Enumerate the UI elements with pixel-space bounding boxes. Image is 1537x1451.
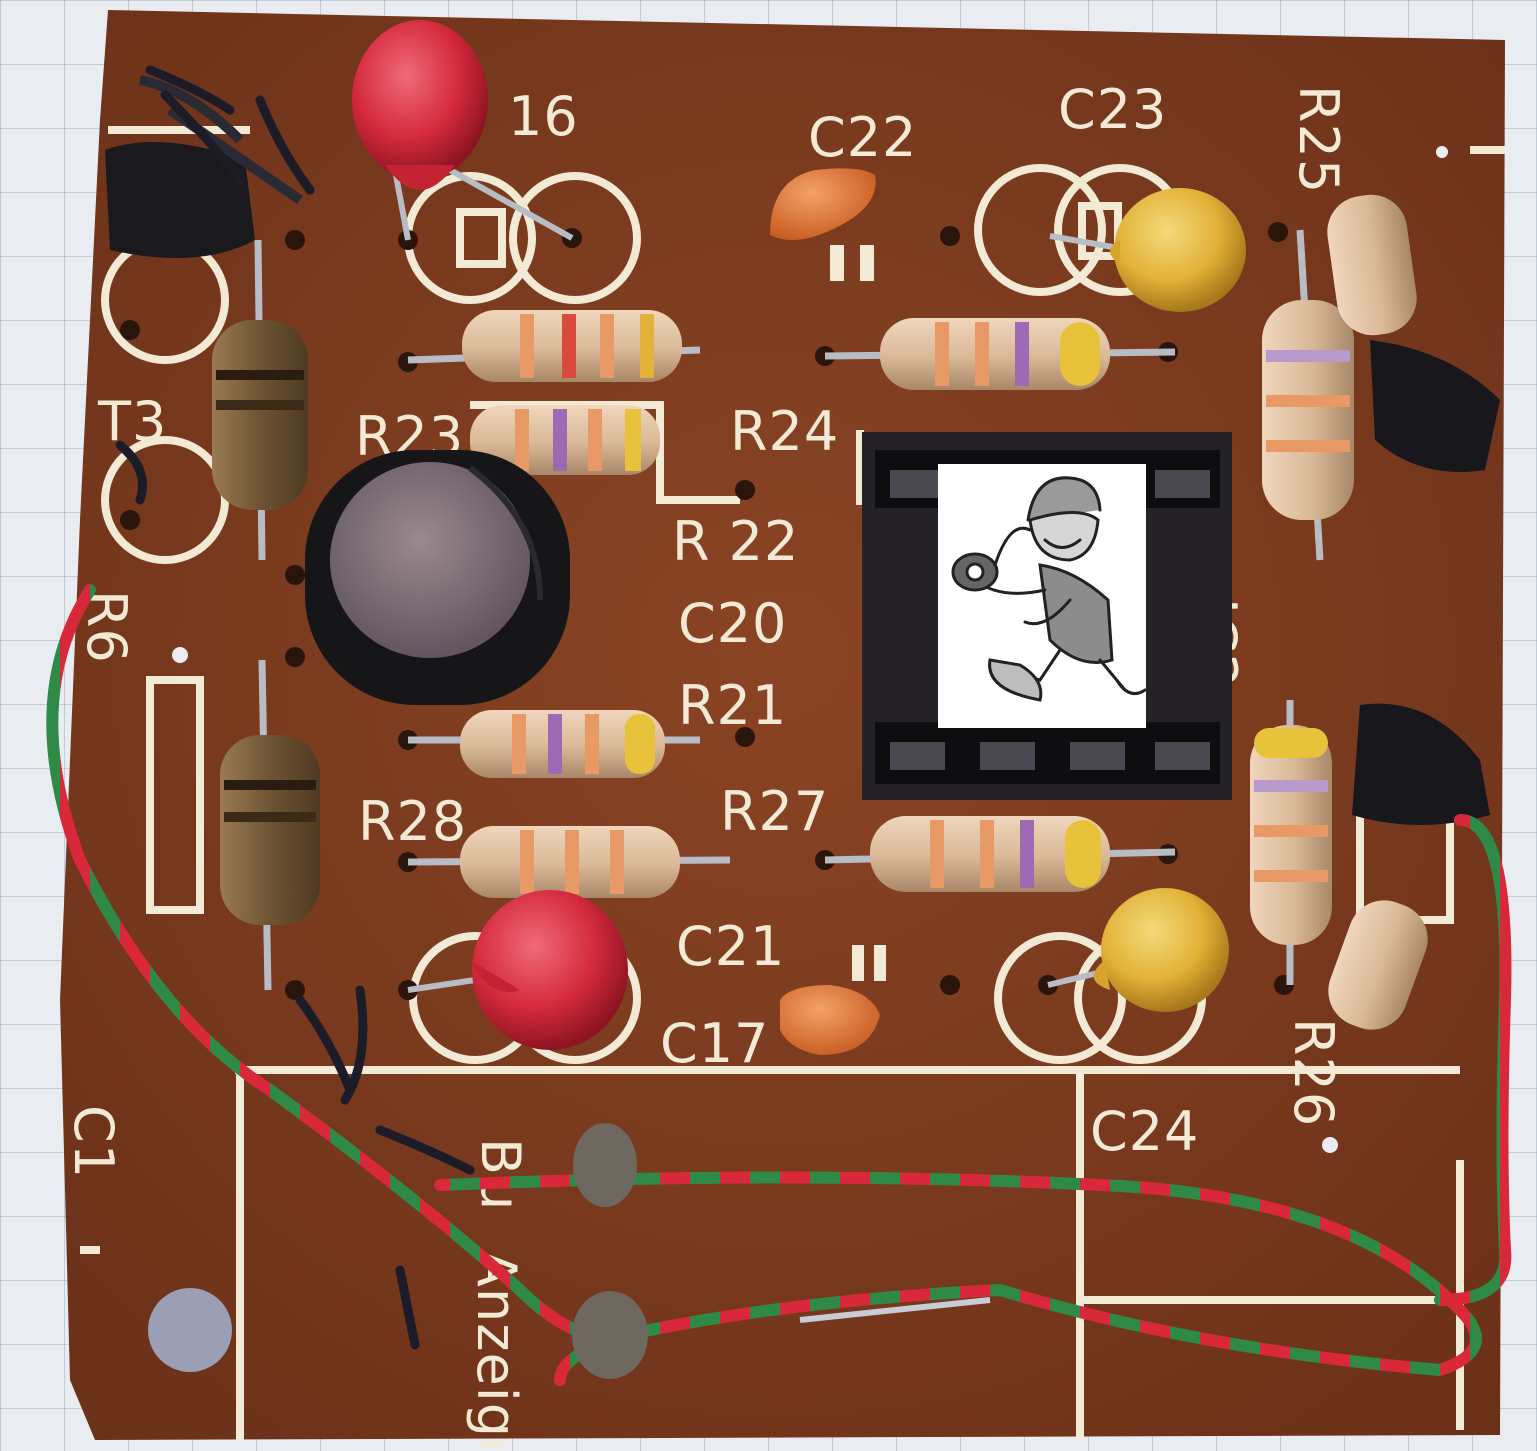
label-c21: C21 [676, 915, 785, 978]
label-c24: C24 [1090, 1100, 1199, 1163]
label-r28: R28 [358, 790, 467, 853]
resistor-r26 [1250, 700, 1332, 985]
label-r25: R25 [1287, 85, 1350, 194]
label-r27: R27 [720, 780, 829, 843]
resistor-r25b [1327, 194, 1417, 336]
label-c22: C22 [808, 106, 917, 169]
resistor-r25 [1262, 229, 1354, 561]
label-c17: C17 [660, 1012, 769, 1075]
label-r24: R24 [730, 400, 839, 463]
resistor-r28-upper [408, 710, 700, 778]
label-c23: C23 [1058, 78, 1167, 141]
label-c20: C20 [678, 592, 787, 655]
tantalum-capacitor-yellow-top [1049, 188, 1246, 312]
label-r16: 16 [508, 85, 579, 148]
label-anzeige: Anzeige [465, 1250, 528, 1447]
label-r26: R26 [1282, 1018, 1345, 1127]
electrolytic-capacitor-c20 [305, 450, 570, 705]
label-r21: R21 [678, 674, 787, 737]
ceramic-capacitor-c17 [780, 985, 880, 1055]
resistor-r24 [824, 318, 1176, 390]
silkscreen-labels: C22 C23 R25 16 T3 R23 R24 R 22 C20 R21 R… [62, 78, 1350, 1451]
twisted-wire-bottom [434, 1171, 1482, 1386]
resistor-left-lower [220, 659, 320, 991]
cartoon-sticker [938, 464, 1147, 728]
pcb-board [60, 10, 1505, 1440]
resistor-r26b [1328, 900, 1428, 1030]
ceramic-capacitor-c22 [770, 168, 876, 240]
label-bu: Bu [469, 1138, 532, 1211]
ink-marks [115, 65, 475, 1350]
transistor-right-upper [1370, 340, 1500, 472]
label-t3: T3 [97, 390, 167, 453]
twisted-wire-left [46, 584, 626, 1346]
resistor-r27 [824, 816, 1176, 892]
transistor-right-lower [1352, 703, 1490, 825]
tantalum-capacitor-red-top [352, 20, 574, 241]
label-r22: R 22 [672, 510, 799, 573]
tantalum-capacitor-red-bottom [407, 890, 628, 1050]
resistor-r23-lower [470, 405, 660, 475]
resistor-r23-upper [407, 310, 701, 382]
mounting-hole [148, 1288, 232, 1372]
tantalum-capacitor-yellow-bottom [1047, 888, 1229, 1012]
twisted-wire-right [1434, 814, 1512, 1306]
wire-solder-joints [572, 1123, 991, 1379]
resistor-left-upper [212, 239, 308, 561]
resistor-r28-lower [407, 826, 731, 898]
label-c1: C1 [62, 1105, 125, 1179]
